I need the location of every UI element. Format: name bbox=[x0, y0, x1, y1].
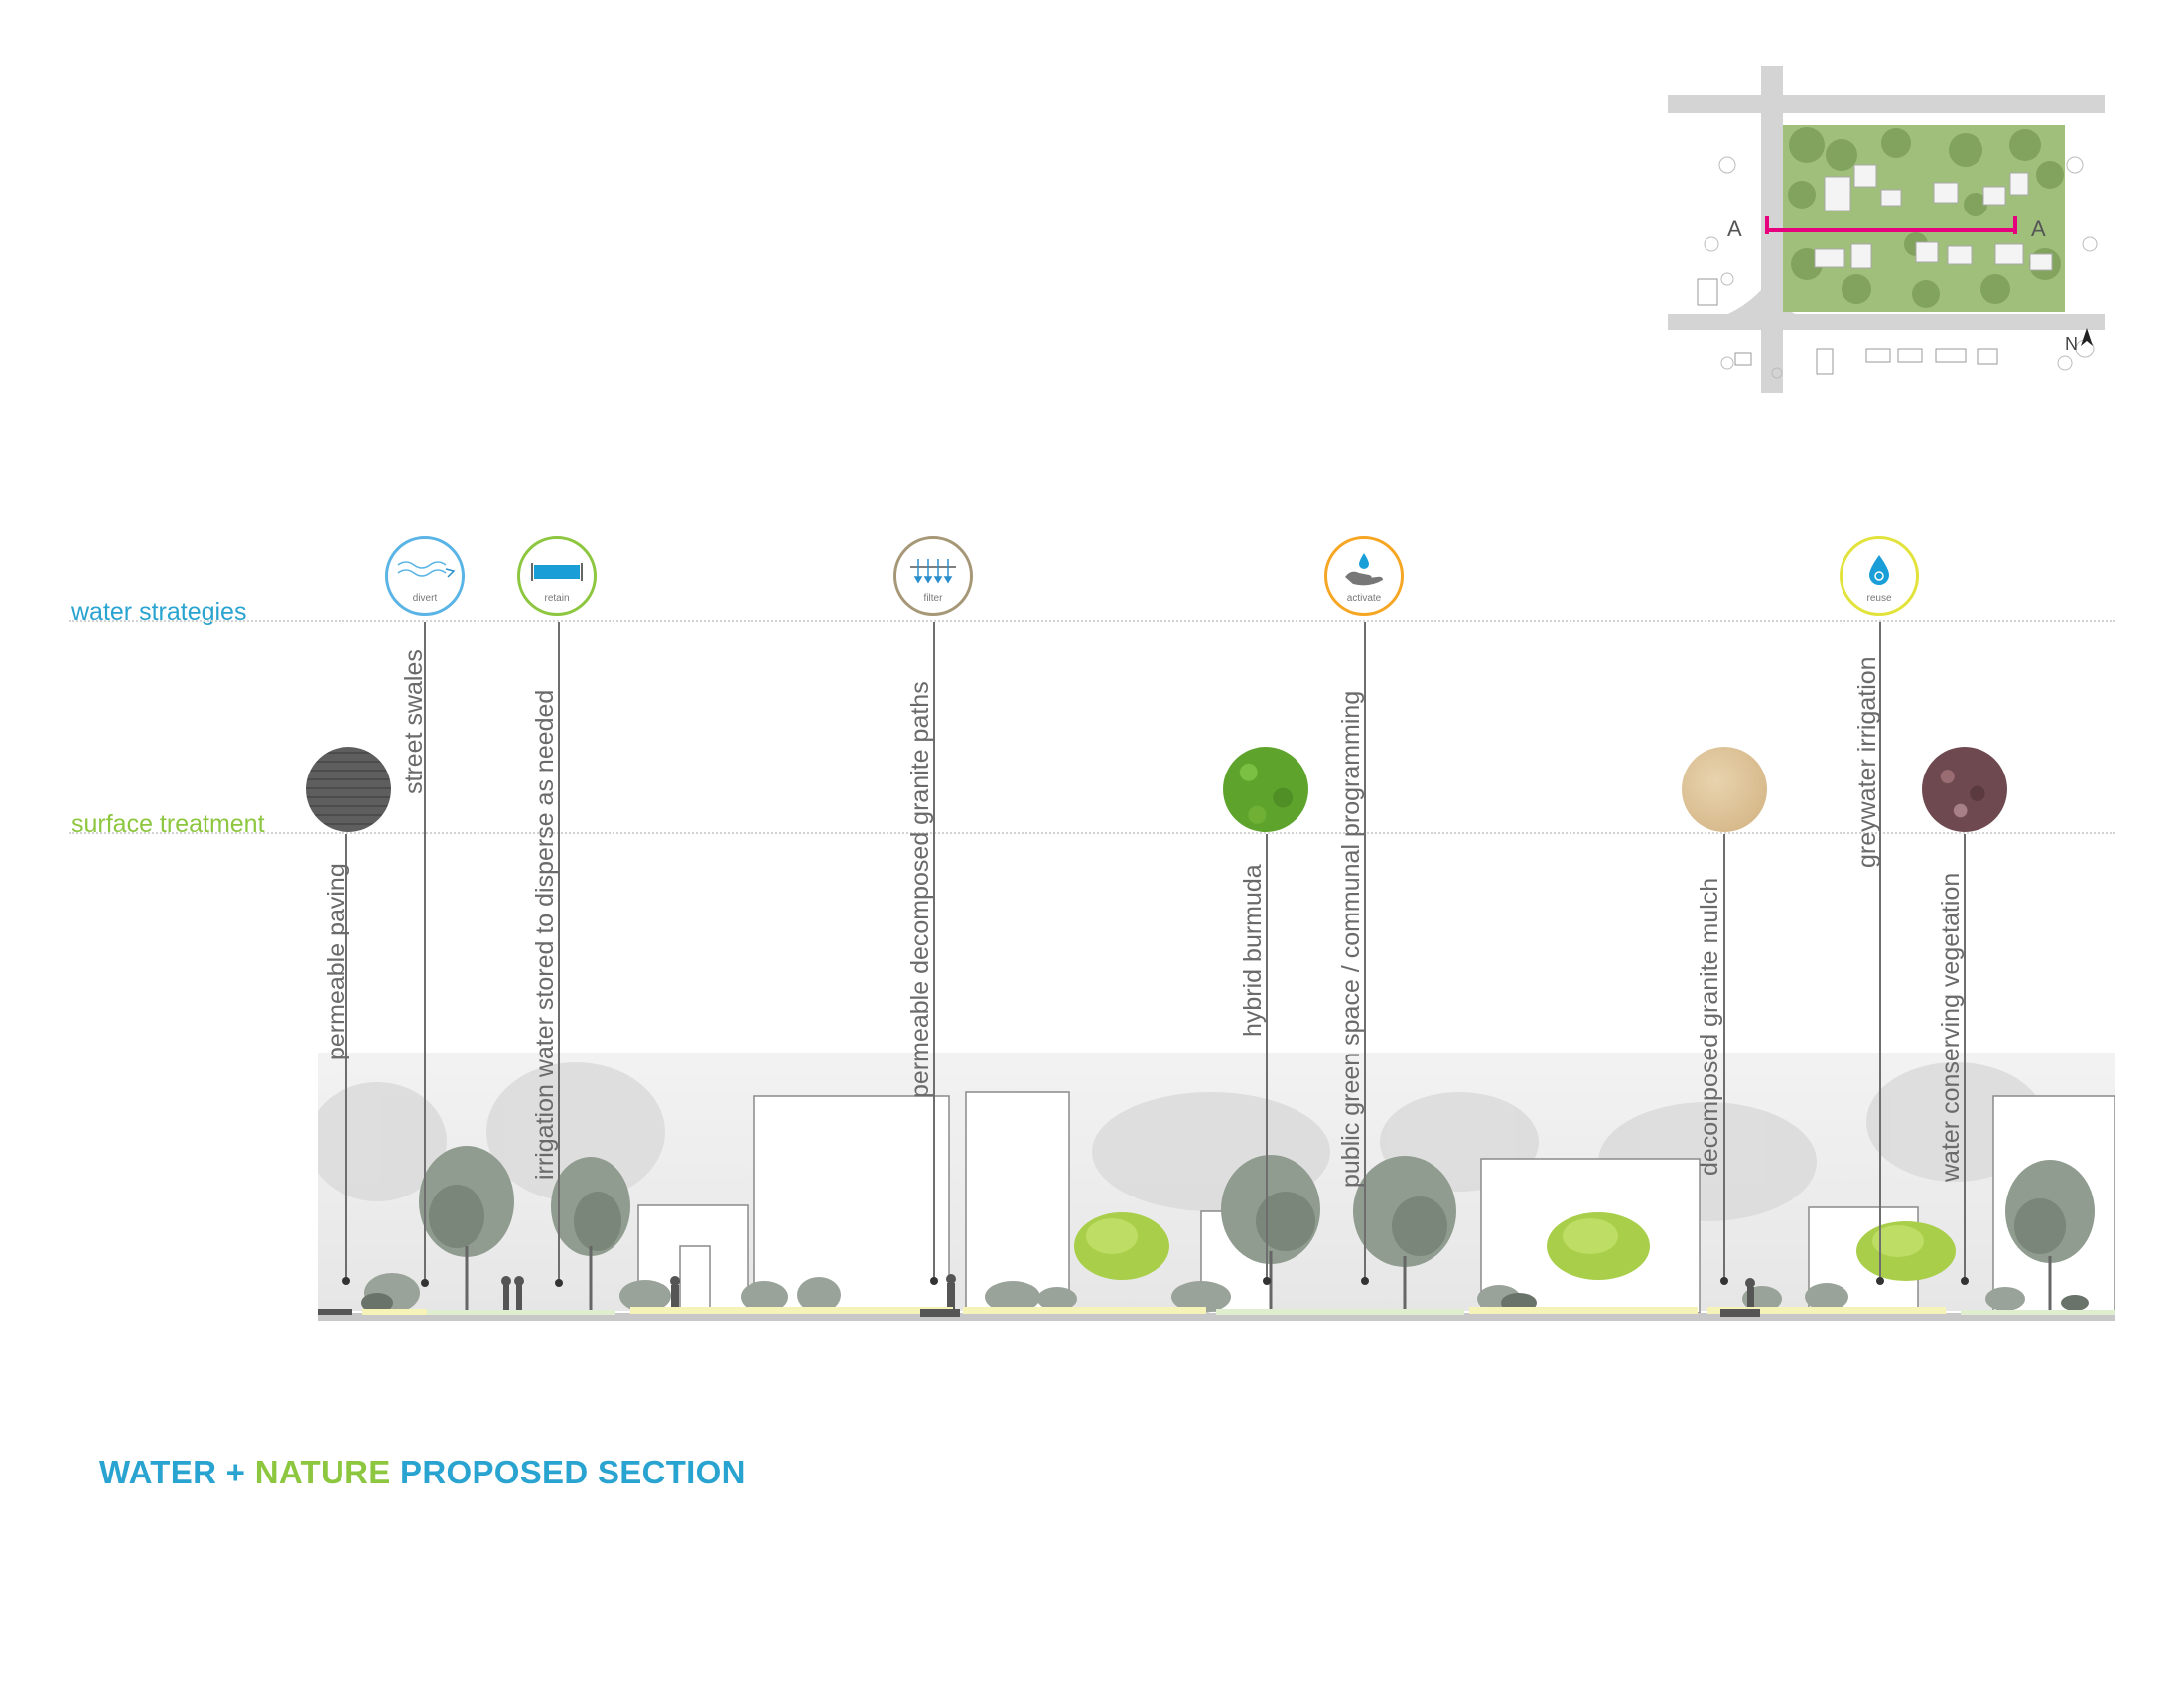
callout-greywater-irrigation: greywater irrigation bbox=[1853, 656, 1881, 868]
callout-stem-granite-paths bbox=[933, 622, 935, 1281]
callout-dot bbox=[421, 1279, 429, 1287]
callout-stem-irrigation-water bbox=[558, 622, 560, 1281]
callout-dot bbox=[1961, 1277, 1969, 1285]
droplet-cycle-icon bbox=[1869, 555, 1889, 585]
callout-water-conserving-vegetation: water conserving vegetation bbox=[1937, 872, 1965, 1182]
reuse-strategy-badge: reuse bbox=[1840, 536, 1919, 616]
filter-label: filter bbox=[923, 593, 943, 604]
title-part-section: PROPOSED SECTION bbox=[390, 1454, 746, 1490]
callout-stem-hybrid-burmuda bbox=[1266, 834, 1268, 1281]
callout-stem-greywater bbox=[1879, 622, 1881, 1281]
callout-dot bbox=[1361, 1277, 1369, 1285]
callout-stem-public-green-space bbox=[1364, 622, 1366, 1281]
hand-droplet-icon bbox=[1345, 553, 1383, 586]
section-title: WATER + NATURE PROPOSED SECTION bbox=[99, 1454, 746, 1491]
callout-stem-permeable-paving bbox=[345, 834, 347, 1281]
retain-strategy-badge: retain bbox=[517, 536, 597, 616]
divert-strategy-badge: divert bbox=[385, 536, 465, 616]
callout-dot bbox=[930, 1277, 938, 1285]
divert-label: divert bbox=[412, 593, 438, 604]
hybrid-burmuda-swatch bbox=[1223, 747, 1308, 832]
section-drawing bbox=[318, 1053, 2115, 1321]
title-part-nature: NATURE bbox=[254, 1454, 391, 1490]
retain-label: retain bbox=[544, 593, 570, 604]
permeable-paving-swatch bbox=[306, 747, 391, 832]
callout-stem-water-conserving bbox=[1964, 834, 1966, 1281]
callout-dot bbox=[1876, 1277, 1884, 1285]
callout-stem-street-swales bbox=[424, 622, 426, 1282]
activate-strategy-badge: activate bbox=[1324, 536, 1404, 616]
callout-stem-granite-mulch bbox=[1723, 834, 1725, 1281]
filter-strategy-badge: filter bbox=[893, 536, 973, 616]
north-label: N bbox=[2065, 334, 2078, 353]
water-conserving-vegetation-swatch bbox=[1922, 747, 2007, 832]
callout-public-green-space: public green space / communal programmin… bbox=[1337, 690, 1365, 1188]
callout-hybrid-burmuda: hybrid burmuda bbox=[1239, 864, 1267, 1037]
callout-dot bbox=[342, 1277, 350, 1285]
callout-permeable-paving: permeable paving bbox=[323, 863, 350, 1060]
callout-granite-mulch: decomposed granite mulch bbox=[1696, 877, 1723, 1176]
filter-arrows-icon bbox=[910, 559, 956, 584]
activate-label: activate bbox=[1346, 593, 1382, 604]
water-strategies-label: water strategies bbox=[71, 598, 247, 626]
wave-arrow-icon bbox=[397, 561, 456, 578]
basin-icon bbox=[531, 563, 583, 581]
surface-treatment-guide-line bbox=[69, 832, 2115, 834]
callout-dot bbox=[1263, 1277, 1271, 1285]
section-marker-left: A bbox=[1727, 216, 1742, 241]
title-part-water: WATER + bbox=[99, 1454, 255, 1490]
callout-granite-paths: permeable decomposed granite paths bbox=[906, 681, 934, 1098]
callout-dot bbox=[555, 1279, 563, 1287]
decomposed-granite-mulch-swatch bbox=[1682, 747, 1767, 832]
north-arrow-icon bbox=[2081, 328, 2093, 346]
reuse-label: reuse bbox=[1866, 593, 1892, 604]
callout-irrigation-water: irrigation water stored to disperse as n… bbox=[531, 689, 559, 1180]
surface-treatment-label: surface treatment bbox=[71, 810, 265, 838]
callout-dot bbox=[1720, 1277, 1728, 1285]
water-strategies-guide-line bbox=[69, 620, 2115, 622]
section-marker-right: A bbox=[2031, 216, 2046, 241]
callout-street-swales: street swales bbox=[400, 649, 428, 794]
key-plan-map: A A N bbox=[1668, 66, 2105, 393]
